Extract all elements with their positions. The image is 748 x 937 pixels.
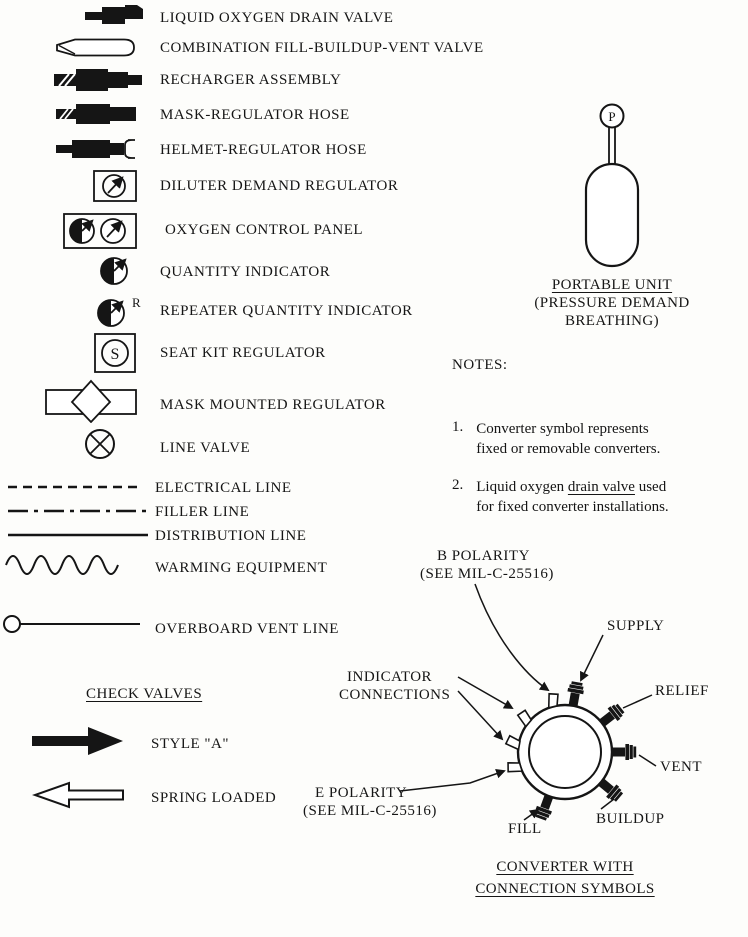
- combination-fill-buildup-vent-valve-icon: [55, 37, 137, 59]
- note-2-line-1: Liquid oxygen drain valve used: [476, 479, 667, 495]
- fill-fitting-icon: [533, 793, 557, 822]
- converter-inner-circle: [528, 715, 602, 789]
- buildup-pointer-line: [600, 798, 615, 810]
- legend-label-mask-mounted-regulator: MASK MOUNTED REGULATOR: [160, 397, 386, 413]
- supply-fitting-icon: [565, 680, 586, 708]
- note-2-underlined-term: drain valve: [567, 479, 635, 495]
- portable-unit-caption: PORTABLE UNIT (PRESSURE DEMAND BREATHING…: [512, 276, 712, 330]
- e-polarity-label: E POLARITY: [315, 785, 408, 801]
- e-polarity-spec-label: (SEE MIL-C-25516): [303, 803, 437, 819]
- filler-line-icon: [8, 508, 146, 514]
- portable-unit-letter: P: [608, 109, 615, 124]
- b-polarity-spec-label: (SEE MIL-C-25516): [420, 566, 554, 582]
- e-polarity-pointer-line: [399, 768, 506, 792]
- notes-heading: NOTES:: [452, 357, 508, 373]
- note-2-number: 2.: [452, 477, 464, 493]
- legend-label-repeater-indicator: REPEATER QUANTITY INDICATOR: [160, 303, 413, 319]
- check-valve-spring-loaded-label: SPRING LOADED: [151, 790, 277, 806]
- vent-fitting-icon: [612, 744, 637, 760]
- supply-pointer-line: [580, 634, 604, 682]
- fill-pointer-line: [523, 808, 540, 821]
- converter-outer-circle: [516, 703, 614, 801]
- check-valves-heading: CHECK VALVES: [86, 686, 203, 702]
- legend-label-recharger: RECHARGER ASSEMBLY: [160, 72, 342, 88]
- mask-mounted-regulator-icon: [45, 379, 137, 424]
- electrical-line-icon: [8, 484, 140, 490]
- vent-pointer-line: [638, 754, 657, 767]
- check-valve-spring-loaded-icon: [31, 781, 124, 809]
- converter-caption-line-1: CONVERTER WITH: [496, 859, 634, 875]
- buildup-label: BUILDUP: [596, 811, 665, 827]
- note-2: 2. Liquid oxygen drain valve used for fi…: [452, 477, 669, 517]
- indicator-connections-label-2: CONNECTIONS: [339, 687, 451, 703]
- b-polarity-label: B POLARITY: [437, 548, 530, 564]
- oxygen-control-panel-icon: [63, 213, 137, 249]
- legend-label-combination-valve: COMBINATION FILL-BUILDUP-VENT VALVE: [160, 40, 484, 56]
- converter-caption-line-2: CONNECTION SYMBOLS: [475, 881, 655, 897]
- legend-label-drain-valve: LIQUID OXYGEN DRAIN VALVE: [160, 10, 394, 26]
- legend-label-line-valve: LINE VALVE: [160, 440, 251, 456]
- recharger-assembly-icon: [54, 66, 142, 94]
- legend-label-seat-kit-regulator: SEAT KIT REGULATOR: [160, 345, 326, 361]
- liquid-oxygen-drain-valve-icon: [85, 5, 143, 27]
- check-valve-style-a-label: STYLE "A": [151, 736, 229, 752]
- legend-label-warming-equipment: WARMING EQUIPMENT: [155, 560, 328, 576]
- diluter-demand-regulator-icon: [93, 170, 137, 202]
- legend-label-quantity-indicator: QUANTITY INDICATOR: [160, 264, 331, 280]
- helmet-regulator-hose-icon: [56, 137, 140, 161]
- warming-equipment-icon: [4, 550, 124, 580]
- relief-pointer-line: [622, 694, 653, 709]
- indicator-pointer-line-1: [457, 676, 514, 709]
- overboard-vent-line-icon: [2, 614, 142, 634]
- seat-kit-letter: S: [111, 346, 120, 363]
- indicator-connections-label-1: INDICATOR: [347, 669, 433, 685]
- legend-label-diluter-regulator: DILUTER DEMAND REGULATOR: [160, 178, 399, 194]
- vent-label: VENT: [660, 759, 702, 775]
- seat-kit-regulator-icon: S: [94, 333, 136, 373]
- legend-label-distribution-line: DISTRIBUTION LINE: [155, 528, 307, 544]
- note-1-line-2: fixed or removable converters.: [476, 441, 661, 457]
- mask-regulator-hose-icon: [56, 102, 136, 126]
- converter-caption: CONVERTER WITH CONNECTION SYMBOLS: [470, 856, 660, 900]
- legend-label-control-panel: OXYGEN CONTROL PANEL: [165, 222, 364, 238]
- check-valve-style-a-icon: [32, 726, 124, 756]
- portable-unit-title: PORTABLE UNIT: [551, 277, 673, 293]
- note-1-number: 1.: [452, 419, 464, 435]
- supply-label: SUPPLY: [607, 618, 665, 634]
- note-2-line-2: for fixed converter installations.: [476, 499, 669, 515]
- portable-unit-subtitle-1: (PRESSURE DEMAND: [534, 295, 690, 311]
- distribution-line-icon: [8, 532, 148, 538]
- indicator-pointer-line-2: [457, 690, 504, 741]
- legend-label-overboard-vent-line: OVERBOARD VENT LINE: [155, 621, 339, 637]
- legend-label-helmet-hose: HELMET-REGULATOR HOSE: [160, 142, 367, 158]
- portable-unit-subtitle-2: BREATHING): [565, 313, 659, 329]
- legend-label-mask-hose: MASK-REGULATOR HOSE: [160, 107, 350, 123]
- relief-label: RELIEF: [655, 683, 709, 699]
- legend-label-electrical-line: ELECTRICAL LINE: [155, 480, 292, 496]
- note-1: 1. Converter symbol represents fixed or …: [452, 419, 660, 459]
- repeater-letter: R: [132, 295, 141, 310]
- indicator-fitting-2-icon: [504, 734, 522, 751]
- b-polarity-pointer-line: [474, 583, 550, 692]
- repeater-quantity-indicator-icon: R: [96, 294, 142, 328]
- line-valve-icon: [84, 428, 116, 460]
- legend-label-filler-line: FILLER LINE: [155, 504, 250, 520]
- converter-diagram: [300, 540, 748, 870]
- portable-unit-symbol: P: [578, 100, 644, 272]
- fill-label: FILL: [508, 821, 542, 837]
- quantity-indicator-icon: [98, 256, 132, 286]
- note-1-line-1: Converter symbol represents: [476, 421, 649, 437]
